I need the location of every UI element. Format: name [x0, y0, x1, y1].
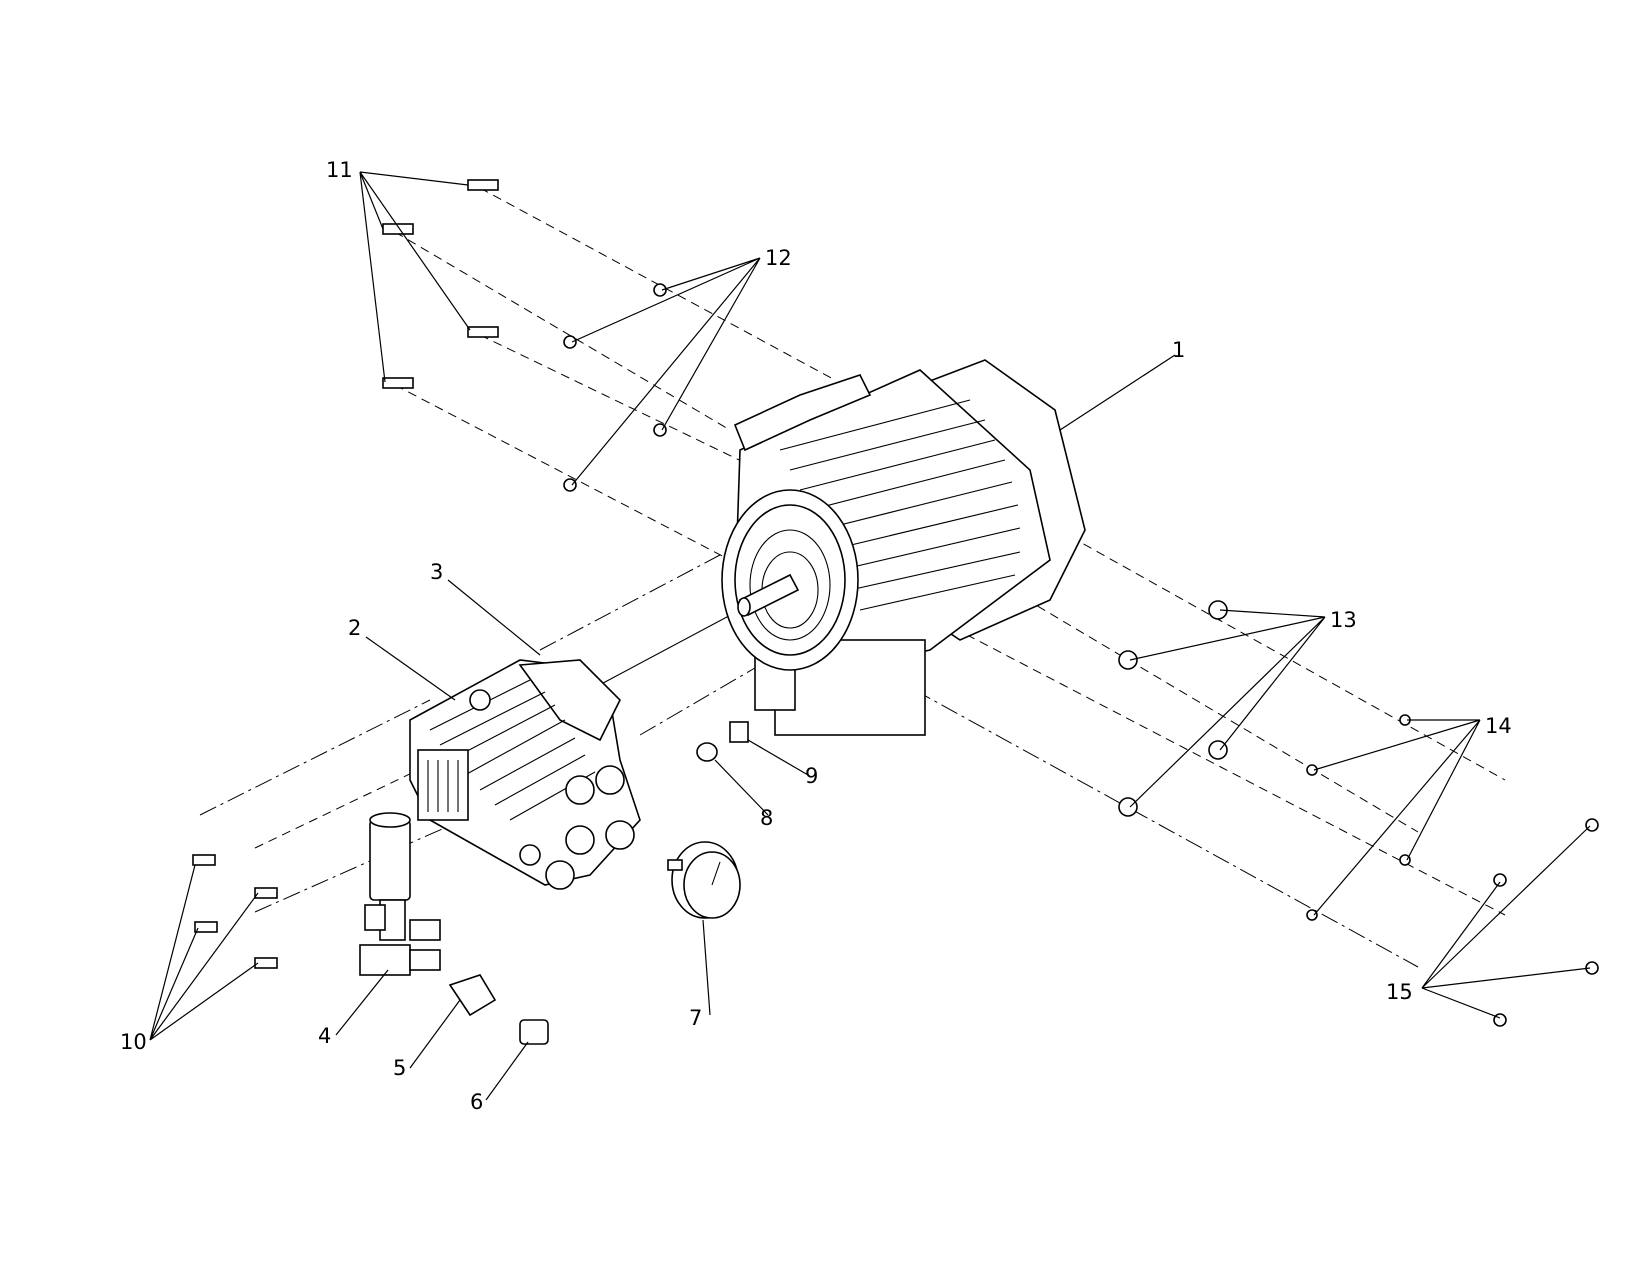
- callout-11: 11: [326, 158, 353, 182]
- adapter: [696, 721, 749, 762]
- callout-6: 6: [470, 1090, 484, 1114]
- unloader-valve: [359, 812, 441, 976]
- nuts-15: [1493, 818, 1599, 1027]
- fitting: [448, 974, 497, 1017]
- callout-10: 10: [120, 1030, 147, 1054]
- bolts-10: [192, 854, 278, 969]
- hardware: [192, 179, 1599, 1027]
- callout-2: 2: [348, 616, 362, 640]
- pump: [409, 659, 641, 890]
- electric-motor: [721, 359, 1086, 736]
- nipple: [519, 1019, 549, 1045]
- callout-3: 3: [430, 560, 444, 584]
- screws-11: [382, 179, 499, 389]
- assembly-lines: [199, 187, 1506, 968]
- callout-13: 13: [1330, 608, 1357, 632]
- callout-8: 8: [760, 806, 774, 830]
- leader-lines: [149, 171, 1591, 1101]
- washers-12: [563, 283, 667, 492]
- callout-12: 12: [765, 246, 792, 270]
- callout-7: 7: [689, 1006, 703, 1030]
- callout-1: 1: [1172, 338, 1186, 362]
- callout-5: 5: [393, 1056, 407, 1080]
- callout-15: 15: [1386, 980, 1413, 1004]
- callout-14: 14: [1485, 714, 1512, 738]
- nuts-14: [1306, 714, 1411, 921]
- callout-9: 9: [805, 764, 819, 788]
- pressure-gauge: [667, 841, 741, 919]
- callout-4: 4: [318, 1024, 332, 1048]
